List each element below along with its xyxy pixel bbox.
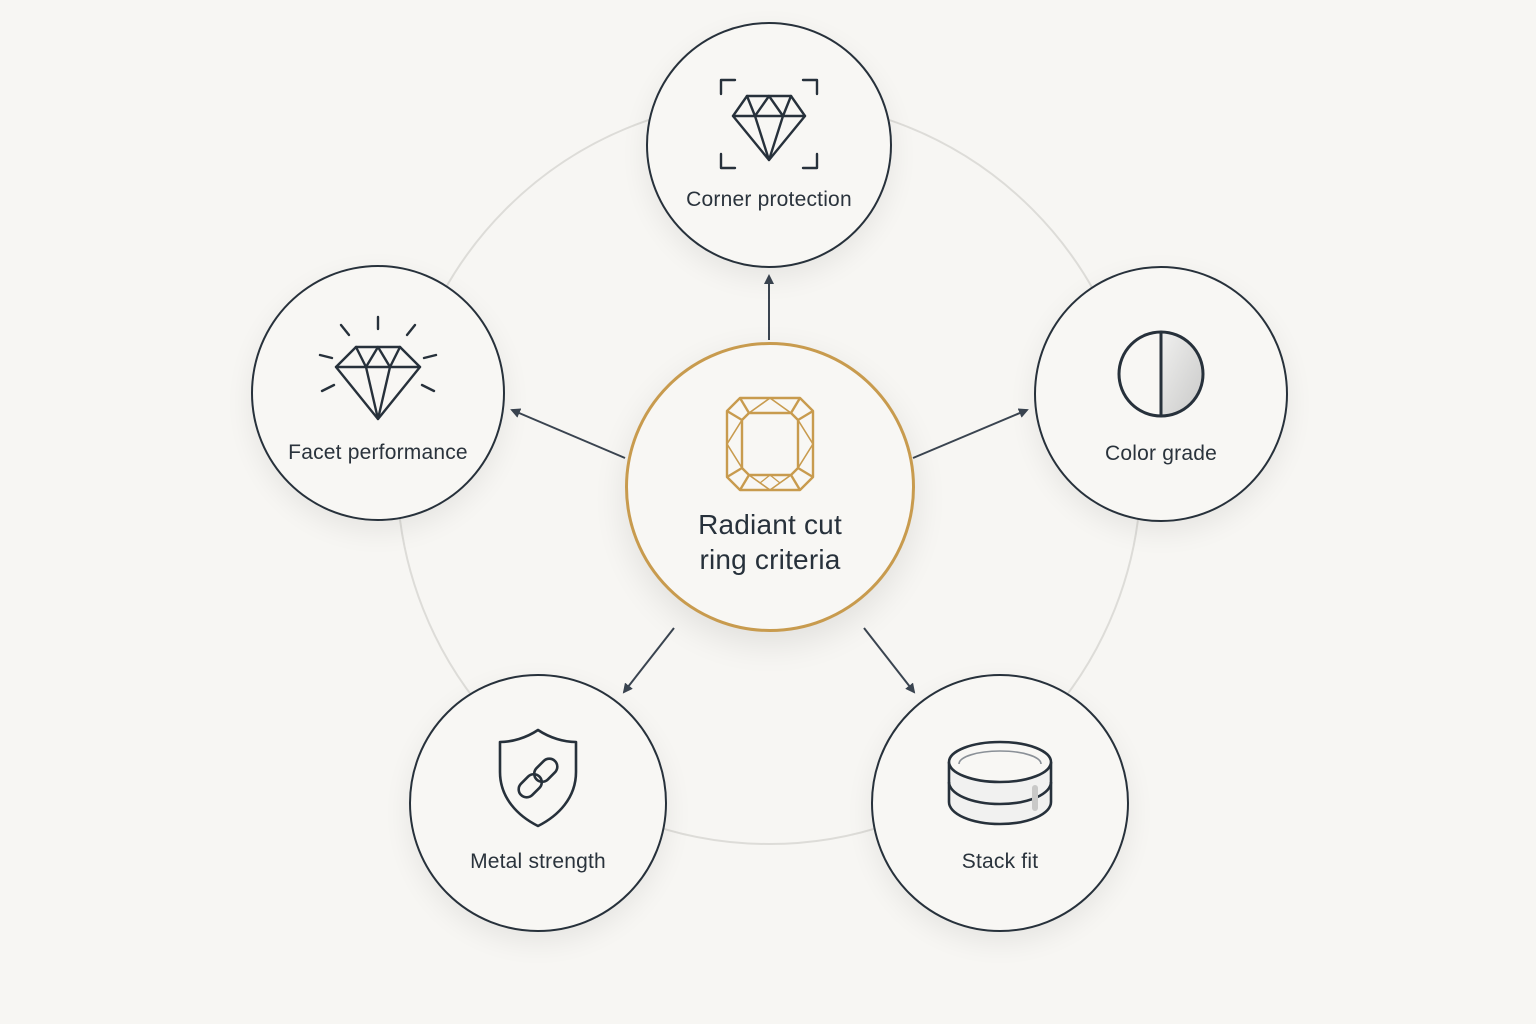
- center-node: Radiant cut ring criteria: [625, 342, 915, 632]
- criterion-corner-protection: Corner protection: [646, 22, 892, 268]
- half-tone-circle-icon: [1115, 328, 1207, 425]
- radiant-cut-gem-icon: [724, 395, 816, 498]
- sparkling-diamond-icon: [316, 313, 440, 428]
- criterion-label: Metal strength: [470, 850, 606, 873]
- arrow-to-facet-performance: [510, 408, 626, 459]
- criterion-metal-strength: Metal strength: [409, 674, 667, 932]
- framed-diamond-icon: [719, 78, 819, 175]
- arrow-to-metal-strength: [622, 627, 675, 694]
- arrow-to-stack-fit: [863, 627, 916, 694]
- center-title-line-1: Radiant cut: [698, 509, 842, 540]
- criterion-label: Facet performance: [288, 441, 468, 464]
- center-title: Radiant cut ring criteria: [628, 507, 912, 577]
- criterion-label: Color grade: [1105, 442, 1217, 465]
- shield-link-icon: [496, 726, 580, 835]
- criterion-stack-fit: Stack fit: [871, 674, 1129, 932]
- criterion-facet-performance: Facet performance: [251, 265, 505, 521]
- arrow-to-color-grade: [912, 408, 1029, 459]
- criterion-color-grade: Color grade: [1034, 266, 1288, 522]
- center-title-line-2: ring criteria: [699, 544, 841, 575]
- criterion-label: Stack fit: [961, 850, 1039, 873]
- criterion-label: Corner protection: [686, 188, 852, 211]
- stacked-bands-icon: [945, 738, 1055, 833]
